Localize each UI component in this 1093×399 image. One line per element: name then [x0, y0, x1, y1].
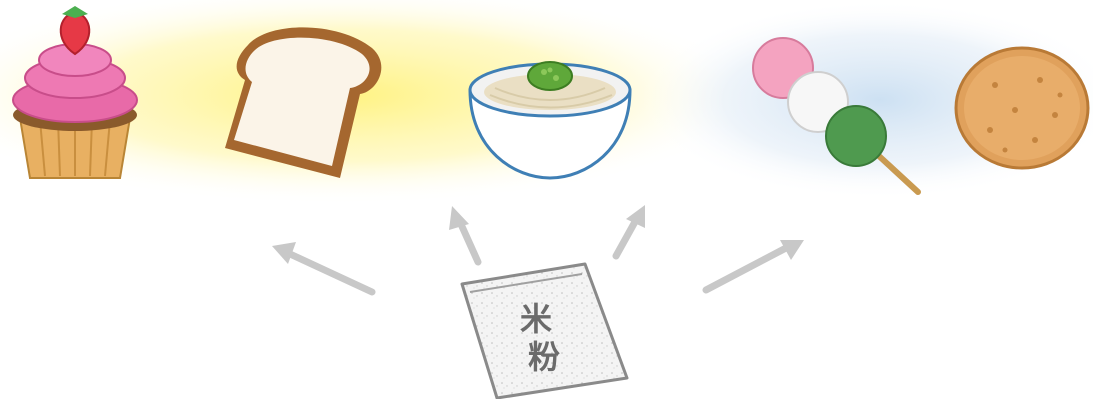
noodle-bowl-icon	[468, 61, 632, 180]
dango-icon	[752, 37, 921, 195]
bag-label-flour: 粉	[528, 338, 560, 376]
bag-label-rice: 米	[520, 300, 552, 338]
arrow-to-dango	[702, 240, 804, 294]
arrow-to-cupcake	[272, 242, 376, 296]
bread-slice-icon	[225, 27, 382, 179]
rice-cracker-icon	[954, 46, 1090, 170]
arrow-to-noodles	[612, 205, 645, 260]
arrow-to-bread	[449, 206, 482, 266]
rice-flour-bag: 米 粉	[460, 262, 629, 399]
cupcake-icon	[12, 6, 138, 179]
